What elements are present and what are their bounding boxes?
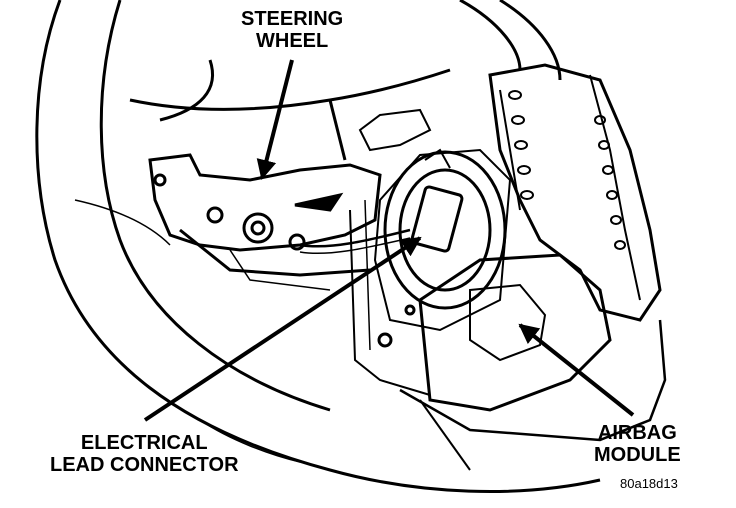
electrical-lead-connector-label: ELECTRICAL LEAD CONNECTOR [50, 432, 239, 476]
steering-wheel-rim [35, 0, 601, 493]
clockspring-hub [349, 148, 512, 396]
airbag-module-label-line-1: AIRBAG [597, 422, 677, 444]
airbag-module-label-line-2: MODULE [594, 444, 681, 466]
airbag-module-housing [399, 63, 667, 471]
electrical-lead-label-line-1: ELECTRICAL [80, 432, 208, 454]
steering-wheel-arrow [256, 59, 294, 180]
steering-wheel-label: STEERING WHEEL [241, 8, 343, 52]
airbag-module-label: AIRBAG MODULE [594, 422, 681, 466]
steering-wheel-label-line-2: WHEEL [256, 30, 329, 52]
steering-wheel-label-line-1: STEERING [241, 8, 344, 30]
airbag-module-arrow [518, 323, 635, 417]
steering-wheel-spoke [129, 59, 451, 161]
mounting-bracket [148, 153, 382, 291]
airbag-vent-holes [508, 90, 626, 250]
lead-connector [299, 148, 464, 255]
figure-reference: 80a18d13 [620, 476, 678, 491]
electrical-lead-arrow [143, 236, 422, 422]
electrical-lead-label-line-2: LEAD CONNECTOR [50, 454, 239, 476]
